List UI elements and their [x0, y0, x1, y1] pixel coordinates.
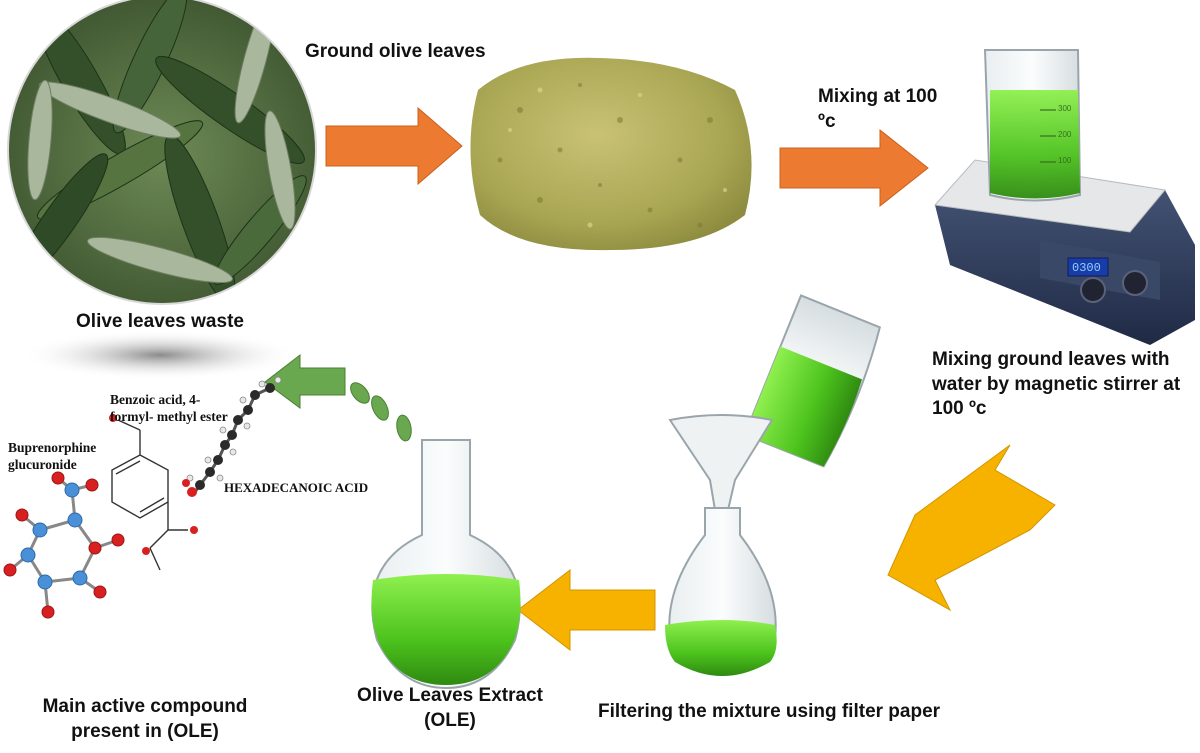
label-olive-leaves-waste: Olive leaves waste — [76, 311, 244, 332]
pouring-beaker — [727, 294, 882, 468]
flow-arrow-2 — [779, 128, 929, 208]
beaker-scale-200: 200 — [1058, 130, 1072, 139]
compound-shadow — [20, 330, 300, 380]
beaker-on-stirrer — [983, 49, 1082, 202]
hexadecanoic-acid-model — [182, 376, 282, 497]
olive-leaves-photo — [7, 0, 317, 305]
stirrer-display: 0300 — [1072, 261, 1101, 275]
beaker-scale-100: 100 — [1058, 156, 1072, 165]
label-ground-olive-leaves: Ground olive leaves — [305, 41, 486, 62]
label-buprenorphine-glucuronide: Buprenorphine glucuronide — [8, 440, 97, 472]
return-arrow — [264, 353, 412, 442]
label-mixing-stirrer: Mixing ground leaves with water by magne… — [932, 349, 1181, 420]
label-filtering: Filtering the mixture using filter paper — [598, 701, 941, 722]
label-main-active-compound: Main active compound present in (OLE) — [42, 696, 248, 742]
filter-flask — [665, 414, 777, 676]
benzoic-ester-structure — [111, 419, 188, 571]
ground-leaves-photo — [470, 57, 752, 251]
label-olive-leaves-extract: Olive Leaves Extract (OLE) — [357, 685, 543, 731]
flow-arrow-1 — [325, 106, 463, 186]
label-benzoic-acid: Benzoic acid, 4-formyl- methyl ester — [110, 392, 228, 424]
oxygen-atom — [142, 547, 150, 555]
extract-flask — [371, 439, 521, 690]
oxygen-atom — [190, 526, 198, 534]
label-hexadecanoic-acid: HEXADECANOIC ACID — [224, 480, 369, 495]
flow-arrow-3 — [887, 444, 1056, 612]
oxygen-atom — [109, 414, 117, 422]
beaker-scale-300: 300 — [1058, 104, 1072, 113]
label-mixing-temperature: Mixing at 100 ºc — [818, 86, 938, 132]
glucuronide-model — [3, 471, 125, 619]
flow-arrow-4 — [517, 568, 656, 652]
